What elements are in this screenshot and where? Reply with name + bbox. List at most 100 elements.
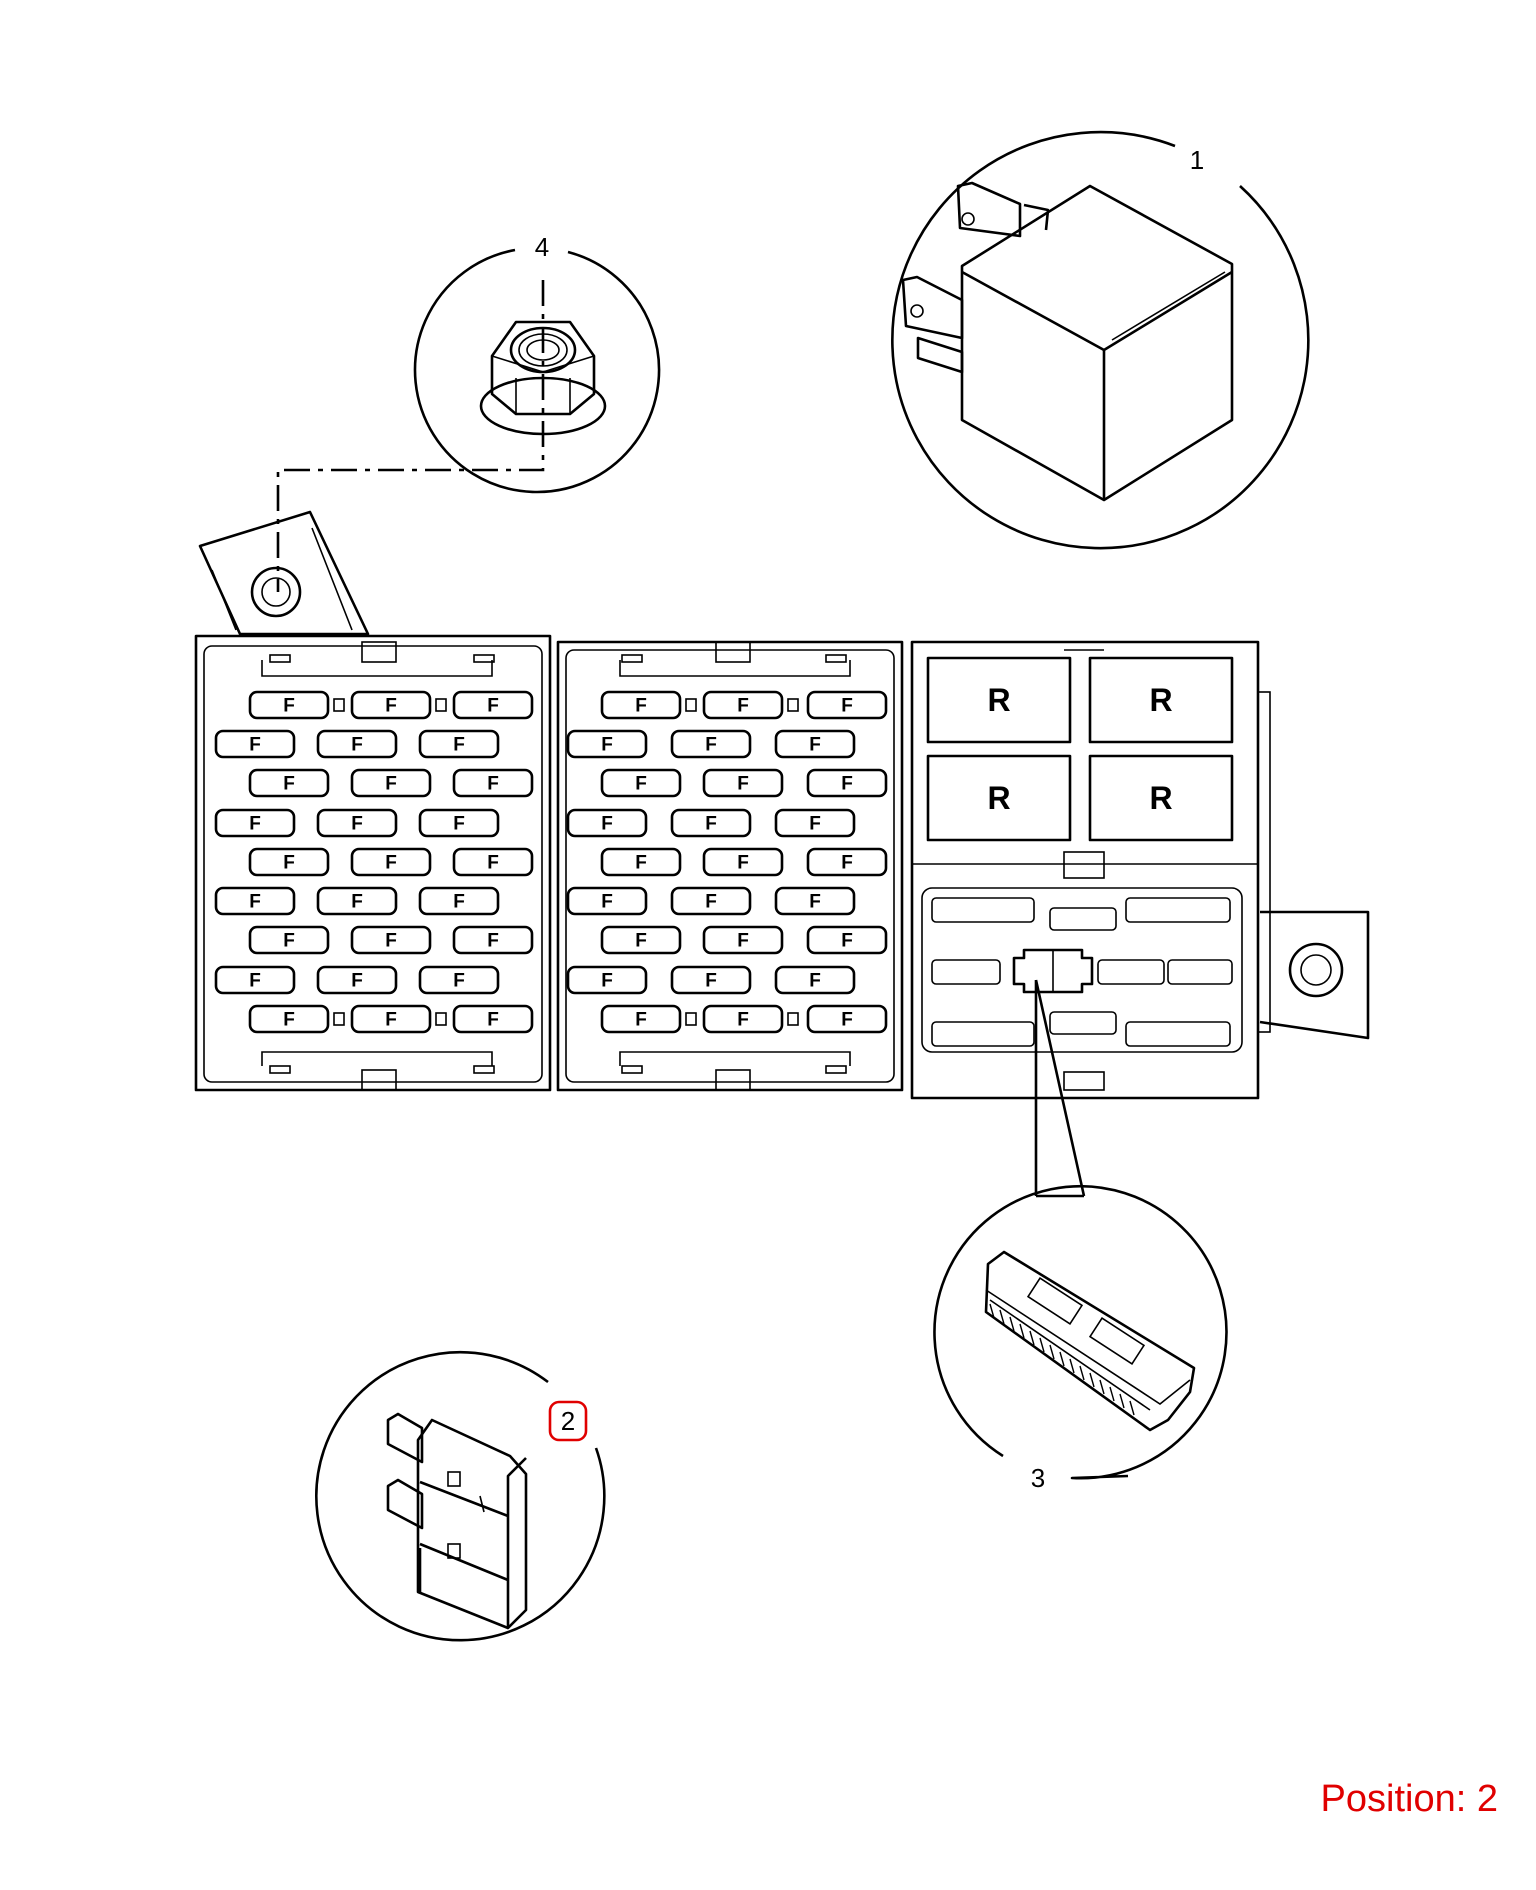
fuse-slot: F [806, 847, 888, 877]
fuse-slot-label: F [841, 774, 853, 795]
fuse-slot-label: F [841, 1010, 853, 1031]
fuse-slot-label: F [601, 892, 613, 913]
fuse-slot: F [350, 1004, 432, 1034]
fuse-slot: F [214, 729, 296, 759]
fuse-slot-label: F [705, 814, 717, 835]
fuse-slot: F [702, 768, 784, 798]
mounting-bracket-right [1259, 910, 1370, 1040]
fuse-slot-label: F [385, 774, 397, 795]
fuse-slot: F [418, 729, 500, 759]
fuse-slot-label: F [283, 696, 295, 717]
fuse-slot-label: F [635, 853, 647, 874]
callout-nut[interactable]: 4 [276, 232, 661, 592]
fuse-slot: F [670, 729, 752, 759]
fuse-slot-label: F [705, 735, 717, 756]
fuse-slot: F [214, 965, 296, 995]
fuse-slot: F [452, 925, 534, 955]
fuse-slot: F [566, 886, 648, 916]
callout-number-3: 3 [1031, 1463, 1045, 1493]
callout-number-2: 2 [561, 1406, 575, 1436]
fuse-slot: F [702, 925, 784, 955]
callout-relay[interactable]: 1 [891, 130, 1310, 550]
fuse-slot: F [566, 729, 648, 759]
fuse-bridge [333, 1012, 345, 1026]
fuse-slot-label: F [385, 853, 397, 874]
fuse-slot: F [566, 965, 648, 995]
fuse-puller-icon [984, 1250, 1196, 1432]
fuse-slot: F [316, 729, 398, 759]
fuse-slot-label: F [453, 892, 465, 913]
fuse-slot-label: F [351, 814, 363, 835]
fuse-slot-label: F [737, 774, 749, 795]
fuse-slot-label: F [737, 931, 749, 952]
fuse-slot-label: F [249, 814, 261, 835]
fuse-slot: F [670, 965, 752, 995]
relay-slot: R [1088, 656, 1234, 744]
relay-slot-label: R [1149, 682, 1172, 718]
fuse-slot-label: F [385, 931, 397, 952]
fuse-bridge [685, 698, 697, 712]
fuse-slot: F [248, 768, 330, 798]
fuse-slot-label: F [635, 696, 647, 717]
fuse-slot: F [418, 965, 500, 995]
fuse-panel-middle [556, 640, 904, 1092]
fuse-slot: F [452, 847, 534, 877]
fuse-slot-label: F [283, 853, 295, 874]
callout-highlight [548, 1400, 588, 1442]
callout-number-1: 1 [1190, 145, 1204, 175]
callout-fuse[interactable]: 2 [315, 1351, 606, 1642]
relay-slot: R [926, 754, 1072, 842]
fuse-slot-label: F [351, 971, 363, 992]
fuse-slot-label: F [635, 774, 647, 795]
fuse-slot-label: F [809, 814, 821, 835]
fuse-slot: F [600, 690, 682, 720]
fuse-slot: F [774, 965, 856, 995]
fuse-slot-label: F [809, 892, 821, 913]
fuse-slot: F [806, 1004, 888, 1034]
fuse-slot: F [774, 808, 856, 838]
fuse-slot: F [806, 768, 888, 798]
fuse-slot: F [418, 886, 500, 916]
fuse-slot-label: F [737, 696, 749, 717]
fuse-slot: F [702, 1004, 784, 1034]
fuse-slot-label: F [841, 853, 853, 874]
relay-slot-label: R [987, 780, 1010, 816]
fuse-slot-label: F [487, 931, 499, 952]
fuse-slot-label: F [841, 696, 853, 717]
blade-fuse-icon [386, 1412, 528, 1630]
fuse-slot-label: F [283, 774, 295, 795]
fuse-bridge [435, 1012, 447, 1026]
callout-number-4: 4 [535, 232, 549, 262]
fuse-slot-label: F [809, 971, 821, 992]
callout-fuse-puller[interactable]: 3 [933, 1185, 1228, 1493]
fuse-slot-label: F [249, 892, 261, 913]
fuse-slot: F [418, 808, 500, 838]
fuse-slot: F [806, 690, 888, 720]
fuse-slot-label: F [635, 931, 647, 952]
fuse-slot-label: F [283, 931, 295, 952]
fuse-bridge [787, 698, 799, 712]
relay-slot-label: R [1149, 780, 1172, 816]
fuse-slot: F [452, 1004, 534, 1034]
fuse-slot: F [316, 808, 398, 838]
fuse-slot: F [452, 690, 534, 720]
fuse-slot-label: F [601, 971, 613, 992]
fuse-bridge [685, 1012, 697, 1026]
fuse-slot: F [600, 847, 682, 877]
fuse-slot: F [806, 925, 888, 955]
fuse-slot-label: F [351, 735, 363, 756]
fuse-slot: F [702, 847, 784, 877]
fuse-slot-label: F [351, 892, 363, 913]
fuse-slot: F [248, 1004, 330, 1034]
fuse-slot: F [350, 847, 432, 877]
fuse-slot-label: F [453, 735, 465, 756]
fuse-slot: F [452, 768, 534, 798]
relay-slot: R [1088, 754, 1234, 842]
position-indicator: Position: 2 [1320, 1778, 1498, 1820]
fuse-slot: F [248, 925, 330, 955]
fuse-slot-label: F [283, 1010, 295, 1031]
fuse-slot-label: F [249, 971, 261, 992]
